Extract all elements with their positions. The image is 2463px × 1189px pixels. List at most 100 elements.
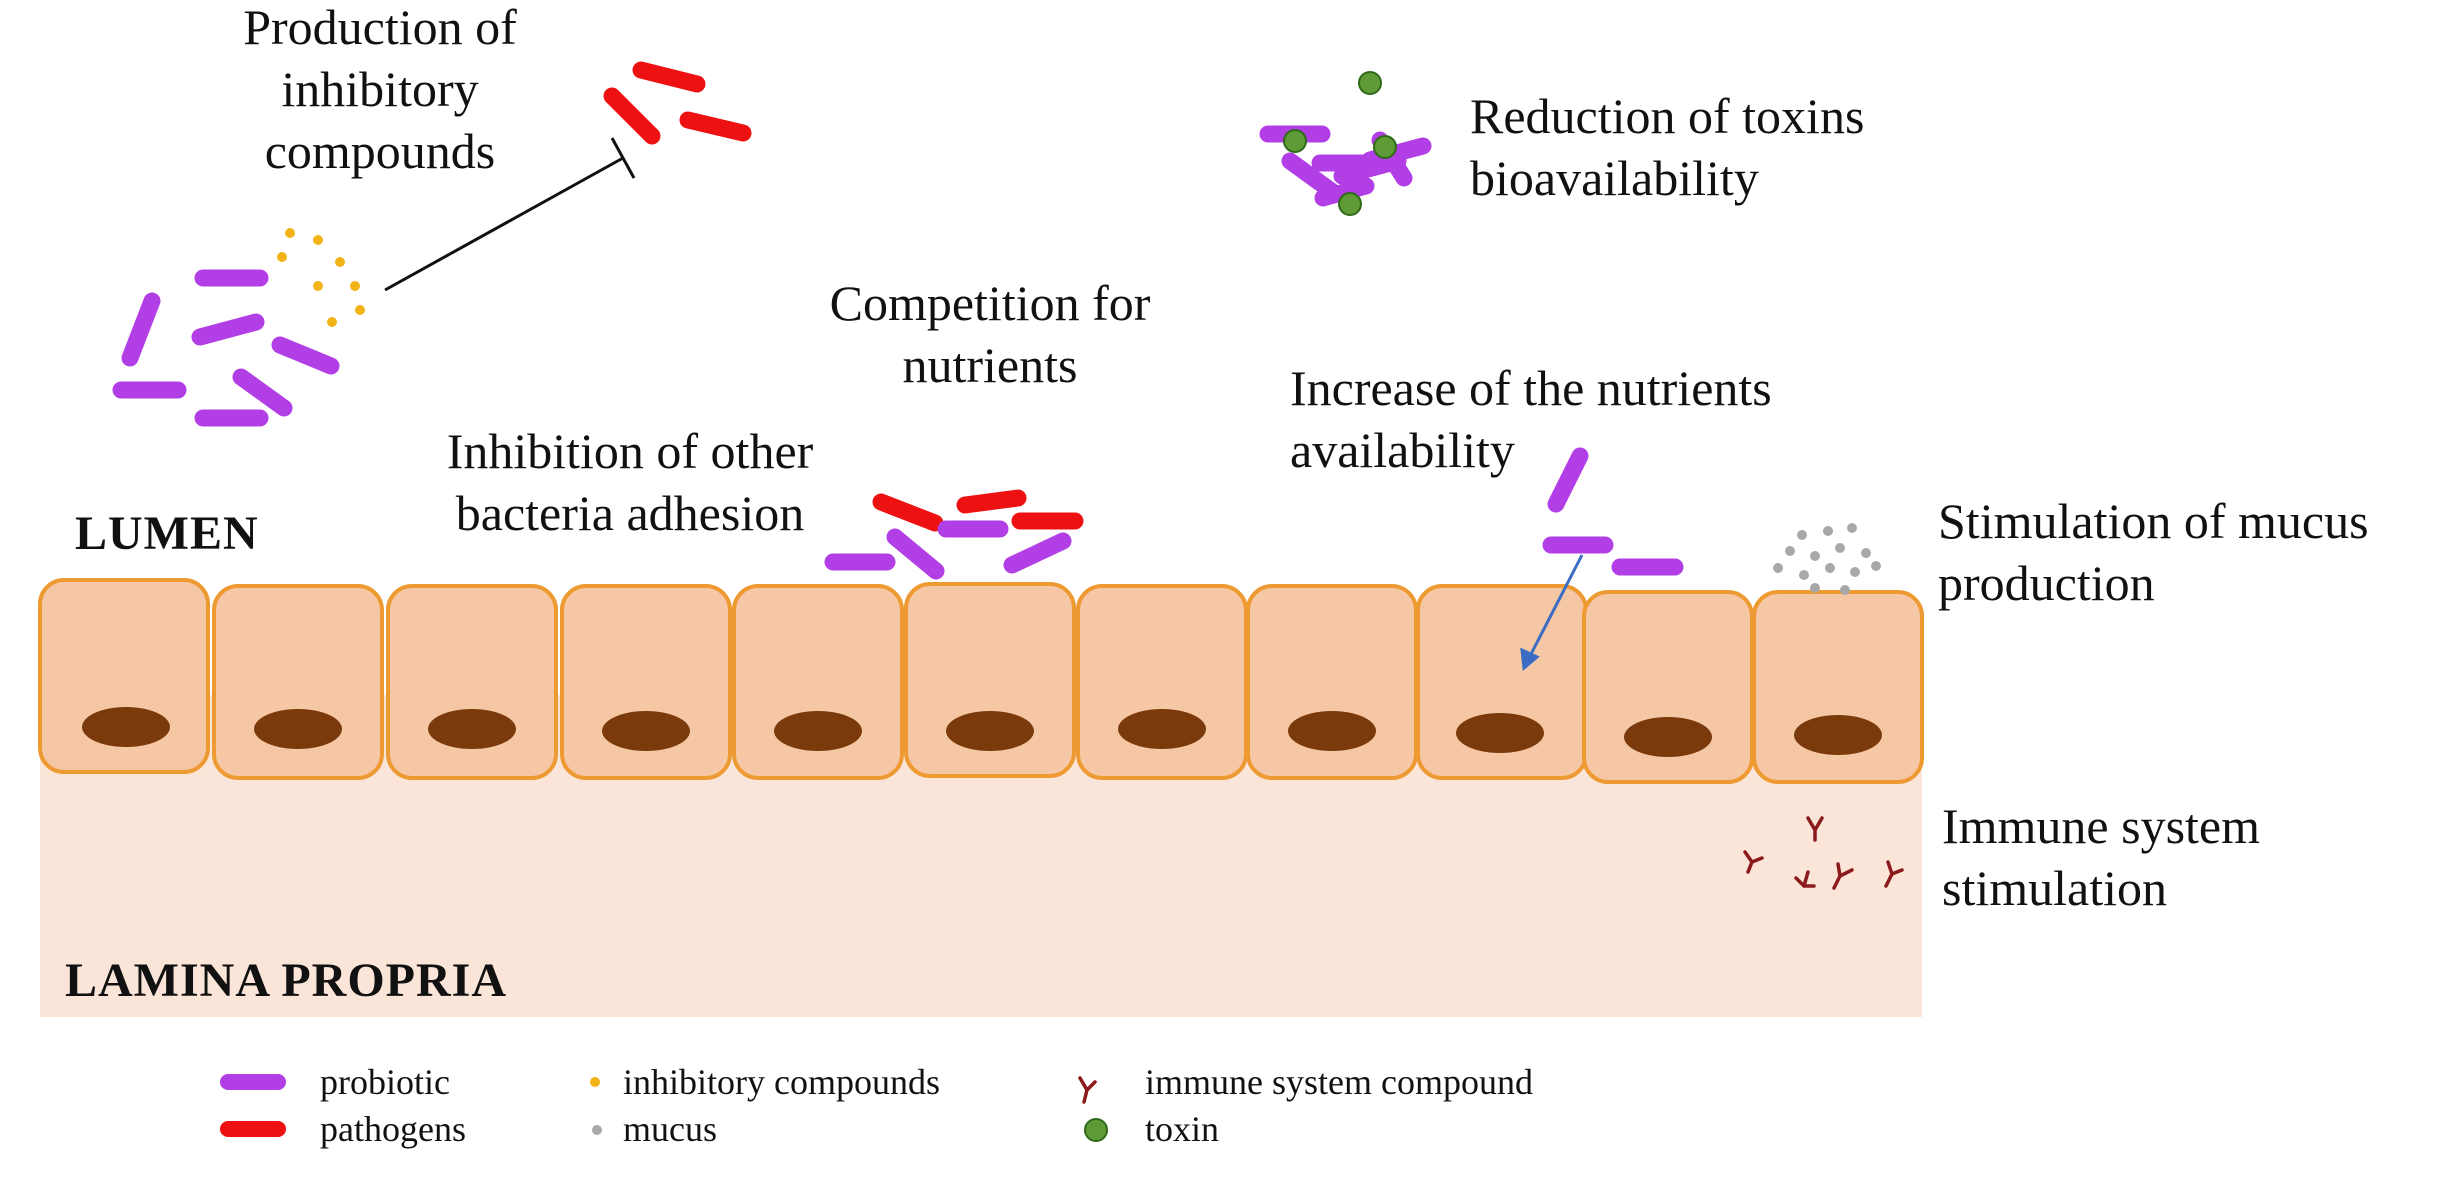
pathogen-bacterium <box>603 87 661 145</box>
legend-immune-swatch <box>1078 1076 1097 1104</box>
pathogen-bacterium <box>956 489 1027 514</box>
inhibitory-compound-dot <box>313 235 323 245</box>
probiotic-cluster <box>112 269 340 427</box>
mucus-dot <box>1847 523 1857 533</box>
probiotic-bacterium <box>1547 447 1589 513</box>
mucus-dot <box>1797 530 1807 540</box>
epithelial-cell <box>212 584 384 780</box>
cell-nucleus <box>428 709 516 749</box>
inhibitory-compounds-label: Production of inhibitory compounds <box>190 0 570 182</box>
mucus-dot <box>1799 570 1809 580</box>
immune-compound <box>1832 862 1854 890</box>
toxin <box>1338 192 1362 216</box>
adhesion-label: Inhibition of other bacteria adhesion <box>390 420 870 544</box>
label-line: compounds <box>264 123 496 179</box>
legend-toxin-label: toxin <box>1145 1109 1220 1149</box>
legend-mucus-swatch <box>592 1125 602 1135</box>
mucus-dot <box>1823 526 1833 536</box>
competition-label: Competition for nutrients <box>780 272 1200 396</box>
inhibitory-compound-dot <box>335 257 345 267</box>
immune-compound <box>1806 816 1824 842</box>
mucus-dot <box>1825 563 1835 573</box>
probiotic-bacterium <box>1314 177 1375 207</box>
cell-nucleus <box>774 711 862 751</box>
competition-bacteria <box>824 489 1084 580</box>
probiotic-bacterium <box>121 292 161 367</box>
probiotic-bacterium <box>271 336 340 375</box>
mucus-dot <box>1785 546 1795 556</box>
inhibitory-compounds-cluster <box>277 228 365 327</box>
immune-compounds <box>1743 816 1904 890</box>
inhibition-arrow <box>384 137 636 292</box>
legend-pathogens-label: pathogens <box>320 1109 466 1149</box>
immune-compound <box>1884 860 1904 888</box>
legend-toxin-swatch <box>1084 1118 1108 1142</box>
cell-nucleus <box>82 707 170 747</box>
lumen-label: LUMEN <box>75 507 259 560</box>
label-line: Production of <box>243 0 517 55</box>
toxin <box>1358 71 1382 95</box>
toxin <box>1283 129 1307 153</box>
probiotic-bacterium <box>1003 532 1072 574</box>
epithelial-cell <box>1076 584 1248 780</box>
nutrients-label: Increase of the nutrients availability <box>1290 357 1772 481</box>
legend-symbols <box>220 1074 1108 1142</box>
legend-mucus-label: mucus <box>623 1109 717 1149</box>
lamina-propria-label: LAMINA PROPRIA <box>65 954 507 1007</box>
pathogen-bacterium <box>872 493 944 532</box>
toxin <box>1373 135 1397 159</box>
label-line: nutrients <box>902 337 1078 393</box>
epithelial-cell <box>386 584 558 780</box>
label-line: Inhibition of other <box>446 423 814 479</box>
legend-inhibitory-swatch <box>590 1077 600 1087</box>
inhibitory-compound-dot <box>355 305 365 315</box>
inhibitory-compound-dot <box>277 252 287 262</box>
inhibitory-compound-dot <box>350 281 360 291</box>
label-line: bioavailability <box>1470 150 1759 206</box>
mucus-dot <box>1840 585 1850 595</box>
mucus-dot <box>1850 567 1860 577</box>
pathogen-bacterium <box>679 111 752 142</box>
mucus-dot <box>1835 543 1845 553</box>
mucus-dot <box>1810 583 1820 593</box>
inhibitory-compound-dot <box>285 228 295 238</box>
legend-inhibitory-label: inhibitory compounds <box>623 1062 940 1102</box>
pathogen-cluster-top <box>603 61 752 145</box>
cell-nucleus <box>1624 717 1712 757</box>
label-line: Increase of the nutrients <box>1290 360 1772 416</box>
mucus-dot <box>1861 548 1871 558</box>
legend-probiotic-label: probiotic <box>320 1062 450 1102</box>
label-line: Reduction of toxins <box>1470 88 1865 144</box>
cell-nucleus <box>1288 711 1376 751</box>
pathogen-bacterium <box>632 61 706 93</box>
label-line: Immune system <box>1942 798 2261 854</box>
probiotic-bacterium <box>191 313 265 346</box>
cell-nucleus <box>1794 715 1882 755</box>
inhibitory-compound-dot <box>327 317 337 327</box>
mucus-dot <box>1871 561 1881 571</box>
label-line: availability <box>1290 422 1515 478</box>
inhibitory-compound-dot <box>313 281 323 291</box>
cell-nuclei <box>82 707 1882 757</box>
mucus-cluster <box>1773 523 1881 595</box>
immune-label: Immune system stimulation <box>1942 795 2260 919</box>
nutrient-bacteria <box>1542 447 1684 576</box>
label-line: production <box>1938 555 2155 611</box>
toxin-binding-cluster <box>1259 71 1432 216</box>
mucus-dot <box>1773 563 1783 573</box>
label-line: Competition for <box>829 275 1151 331</box>
immune-compound <box>1794 870 1816 888</box>
label-line: Stimulation of mucus <box>1938 493 2369 549</box>
mucus-dot <box>1810 551 1820 561</box>
legend-immune-label: immune system compound <box>1145 1062 1533 1102</box>
nutrient-arrow <box>1520 554 1584 671</box>
cell-nucleus <box>602 711 690 751</box>
mucus-label: Stimulation of mucus production <box>1938 490 2369 614</box>
probiotic-bacterium <box>886 528 945 580</box>
cell-nucleus <box>254 709 342 749</box>
label-line: stimulation <box>1942 860 2167 916</box>
immune-compound <box>1743 850 1764 874</box>
cell-nucleus <box>1118 709 1206 749</box>
cell-nucleus <box>946 711 1034 751</box>
cell-nucleus <box>1456 713 1544 753</box>
